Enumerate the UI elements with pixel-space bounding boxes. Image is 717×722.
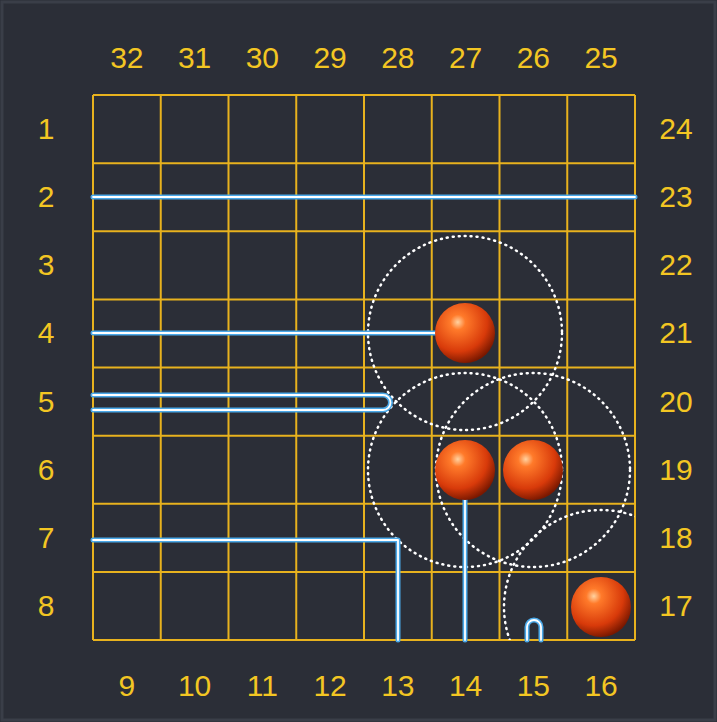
cell-number: 15 bbox=[517, 671, 550, 701]
cell-number: 1 bbox=[38, 114, 55, 144]
cell-number: 20 bbox=[659, 387, 692, 417]
cell-number: 18 bbox=[659, 523, 692, 553]
cell-number: 26 bbox=[517, 43, 550, 73]
cell-number: 24 bbox=[659, 114, 692, 144]
cell-number: 28 bbox=[381, 43, 414, 73]
cell-number: 11 bbox=[247, 671, 278, 701]
cell-number: 8 bbox=[38, 591, 55, 621]
range-circles bbox=[368, 236, 635, 640]
cell-number: 9 bbox=[119, 671, 136, 701]
cell-number: 29 bbox=[313, 43, 346, 73]
cell-number: 4 bbox=[38, 318, 55, 348]
cell-number: 14 bbox=[449, 671, 482, 701]
cell-number: 7 bbox=[38, 523, 55, 553]
cell-number: 13 bbox=[381, 671, 414, 701]
cell-number: 10 bbox=[178, 671, 211, 701]
cell-number: 23 bbox=[659, 182, 692, 212]
blue-wires bbox=[93, 197, 635, 640]
cell-number: 21 bbox=[659, 318, 692, 348]
cell-number: 2 bbox=[38, 182, 55, 212]
cell-number: 12 bbox=[313, 671, 346, 701]
cell-number: 30 bbox=[246, 43, 279, 73]
cell-number: 27 bbox=[449, 43, 482, 73]
cell-number: 16 bbox=[584, 671, 617, 701]
cell-number: 3 bbox=[38, 250, 55, 280]
cell-number: 25 bbox=[584, 43, 617, 73]
cell-number: 22 bbox=[659, 250, 692, 280]
cell-number: 17 bbox=[659, 591, 692, 621]
cell-number: 6 bbox=[38, 455, 55, 485]
red-balls bbox=[435, 303, 631, 637]
grid bbox=[93, 95, 635, 640]
cell-number: 31 bbox=[178, 43, 211, 73]
cell-number: 5 bbox=[38, 387, 55, 417]
cell-number: 32 bbox=[110, 43, 143, 73]
cell-number: 19 bbox=[659, 455, 692, 485]
